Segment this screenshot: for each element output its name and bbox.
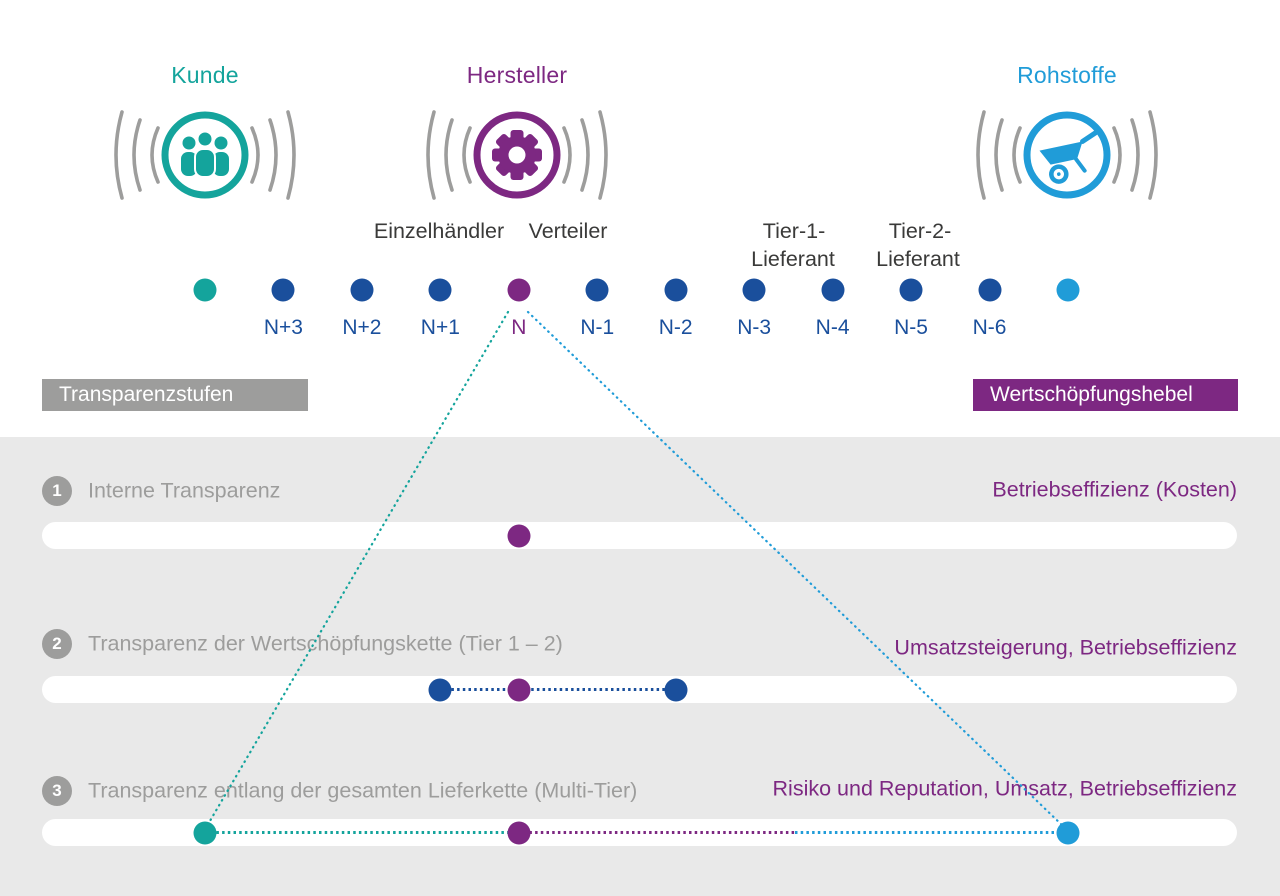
stage-label-tier2-line1: Tier-2- [888, 219, 952, 243]
timeline-label-N+1: N+1 [420, 316, 460, 339]
row1-label: Interne Transparenz [88, 478, 281, 503]
timeline-label-N-6: N-6 [972, 316, 1007, 339]
timeline-dot-rohstoffe [1056, 278, 1080, 302]
timeline-label-N: N [511, 316, 527, 339]
timeline-label-N-1: N-1 [580, 316, 615, 339]
stage-label-tier1-line2: Lieferant [751, 247, 835, 271]
node-kunde-title: Kunde [171, 62, 239, 88]
timeline-label-N-4: N-4 [815, 316, 850, 339]
timeline-label-N-2: N-2 [658, 316, 693, 339]
stage-label-einzelhaendler: Einzelhändler [373, 219, 505, 243]
stage-label-tier1-line1: Tier-1- [762, 219, 826, 243]
node-hersteller: Hersteller [407, 62, 627, 213]
timeline-dot-N-4 [821, 278, 845, 302]
row3-dot-kunde [193, 821, 217, 844]
node-hersteller-title: Hersteller [466, 62, 568, 88]
stage-label-tier2-line2: Lieferant [876, 247, 960, 271]
banner-transparenzstufen: Transparenzstufen [42, 379, 308, 411]
row2-bar [42, 676, 1237, 703]
row3-dot-rohstoffe [1056, 821, 1080, 844]
row2-label: Transparenz der Wertschöpfungskette (Tie… [88, 631, 563, 656]
timeline-dot-N [507, 278, 531, 302]
timeline-dot-N-1 [585, 278, 609, 302]
timeline-dot-N+2 [350, 278, 374, 302]
row3-lever-text: Risiko und Reputation, Umsatz, Betriebse… [772, 776, 1237, 801]
row2-dot-N [507, 678, 531, 701]
timeline-dot-N-3 [742, 278, 766, 302]
timeline-label-N+2: N+2 [342, 316, 382, 339]
banner-wertschoepfungshebel: Wertschöpfungshebel [973, 379, 1238, 411]
people-icon [114, 110, 296, 200]
timeline-dot-N+3 [271, 278, 295, 302]
timeline-dot-N+1 [428, 278, 452, 302]
gear-icon [426, 110, 608, 200]
node-rohstoffe-title: Rohstoffe [1017, 62, 1117, 88]
row1-dot-N [507, 524, 531, 547]
row2-lever-text: Umsatzsteigerung, Betriebseffizienz [894, 635, 1237, 660]
timeline-dot-N-5 [899, 278, 923, 302]
row2-number-badge: 2 [42, 629, 72, 659]
wheelbarrow-icon [976, 110, 1158, 200]
row3-dot-N [507, 821, 531, 844]
row2-dot-N-2 [664, 678, 688, 701]
node-kunde: Kunde [95, 62, 315, 213]
row1-lever-text: Betriebseffizienz (Kosten) [992, 477, 1237, 502]
timeline-dot-N-2 [664, 278, 688, 302]
timeline-dot-N-6 [978, 278, 1001, 302]
row1-bar [42, 522, 1237, 549]
timeline-label-N-5: N-5 [894, 316, 928, 339]
node-rohstoffe: Rohstoffe [957, 62, 1177, 213]
stage-label-verteiler: Verteiler [528, 219, 608, 243]
timeline-label-N-3: N-3 [737, 316, 772, 339]
timeline-dot-kunde [193, 278, 217, 302]
row2-dot-N+1 [428, 678, 452, 701]
timeline-label-N+3: N+3 [263, 316, 303, 339]
row1-number-badge: 1 [42, 476, 72, 506]
row3-label: Transparenz entlang der gesamten Lieferk… [88, 778, 638, 803]
row3-number-badge: 3 [42, 776, 72, 806]
